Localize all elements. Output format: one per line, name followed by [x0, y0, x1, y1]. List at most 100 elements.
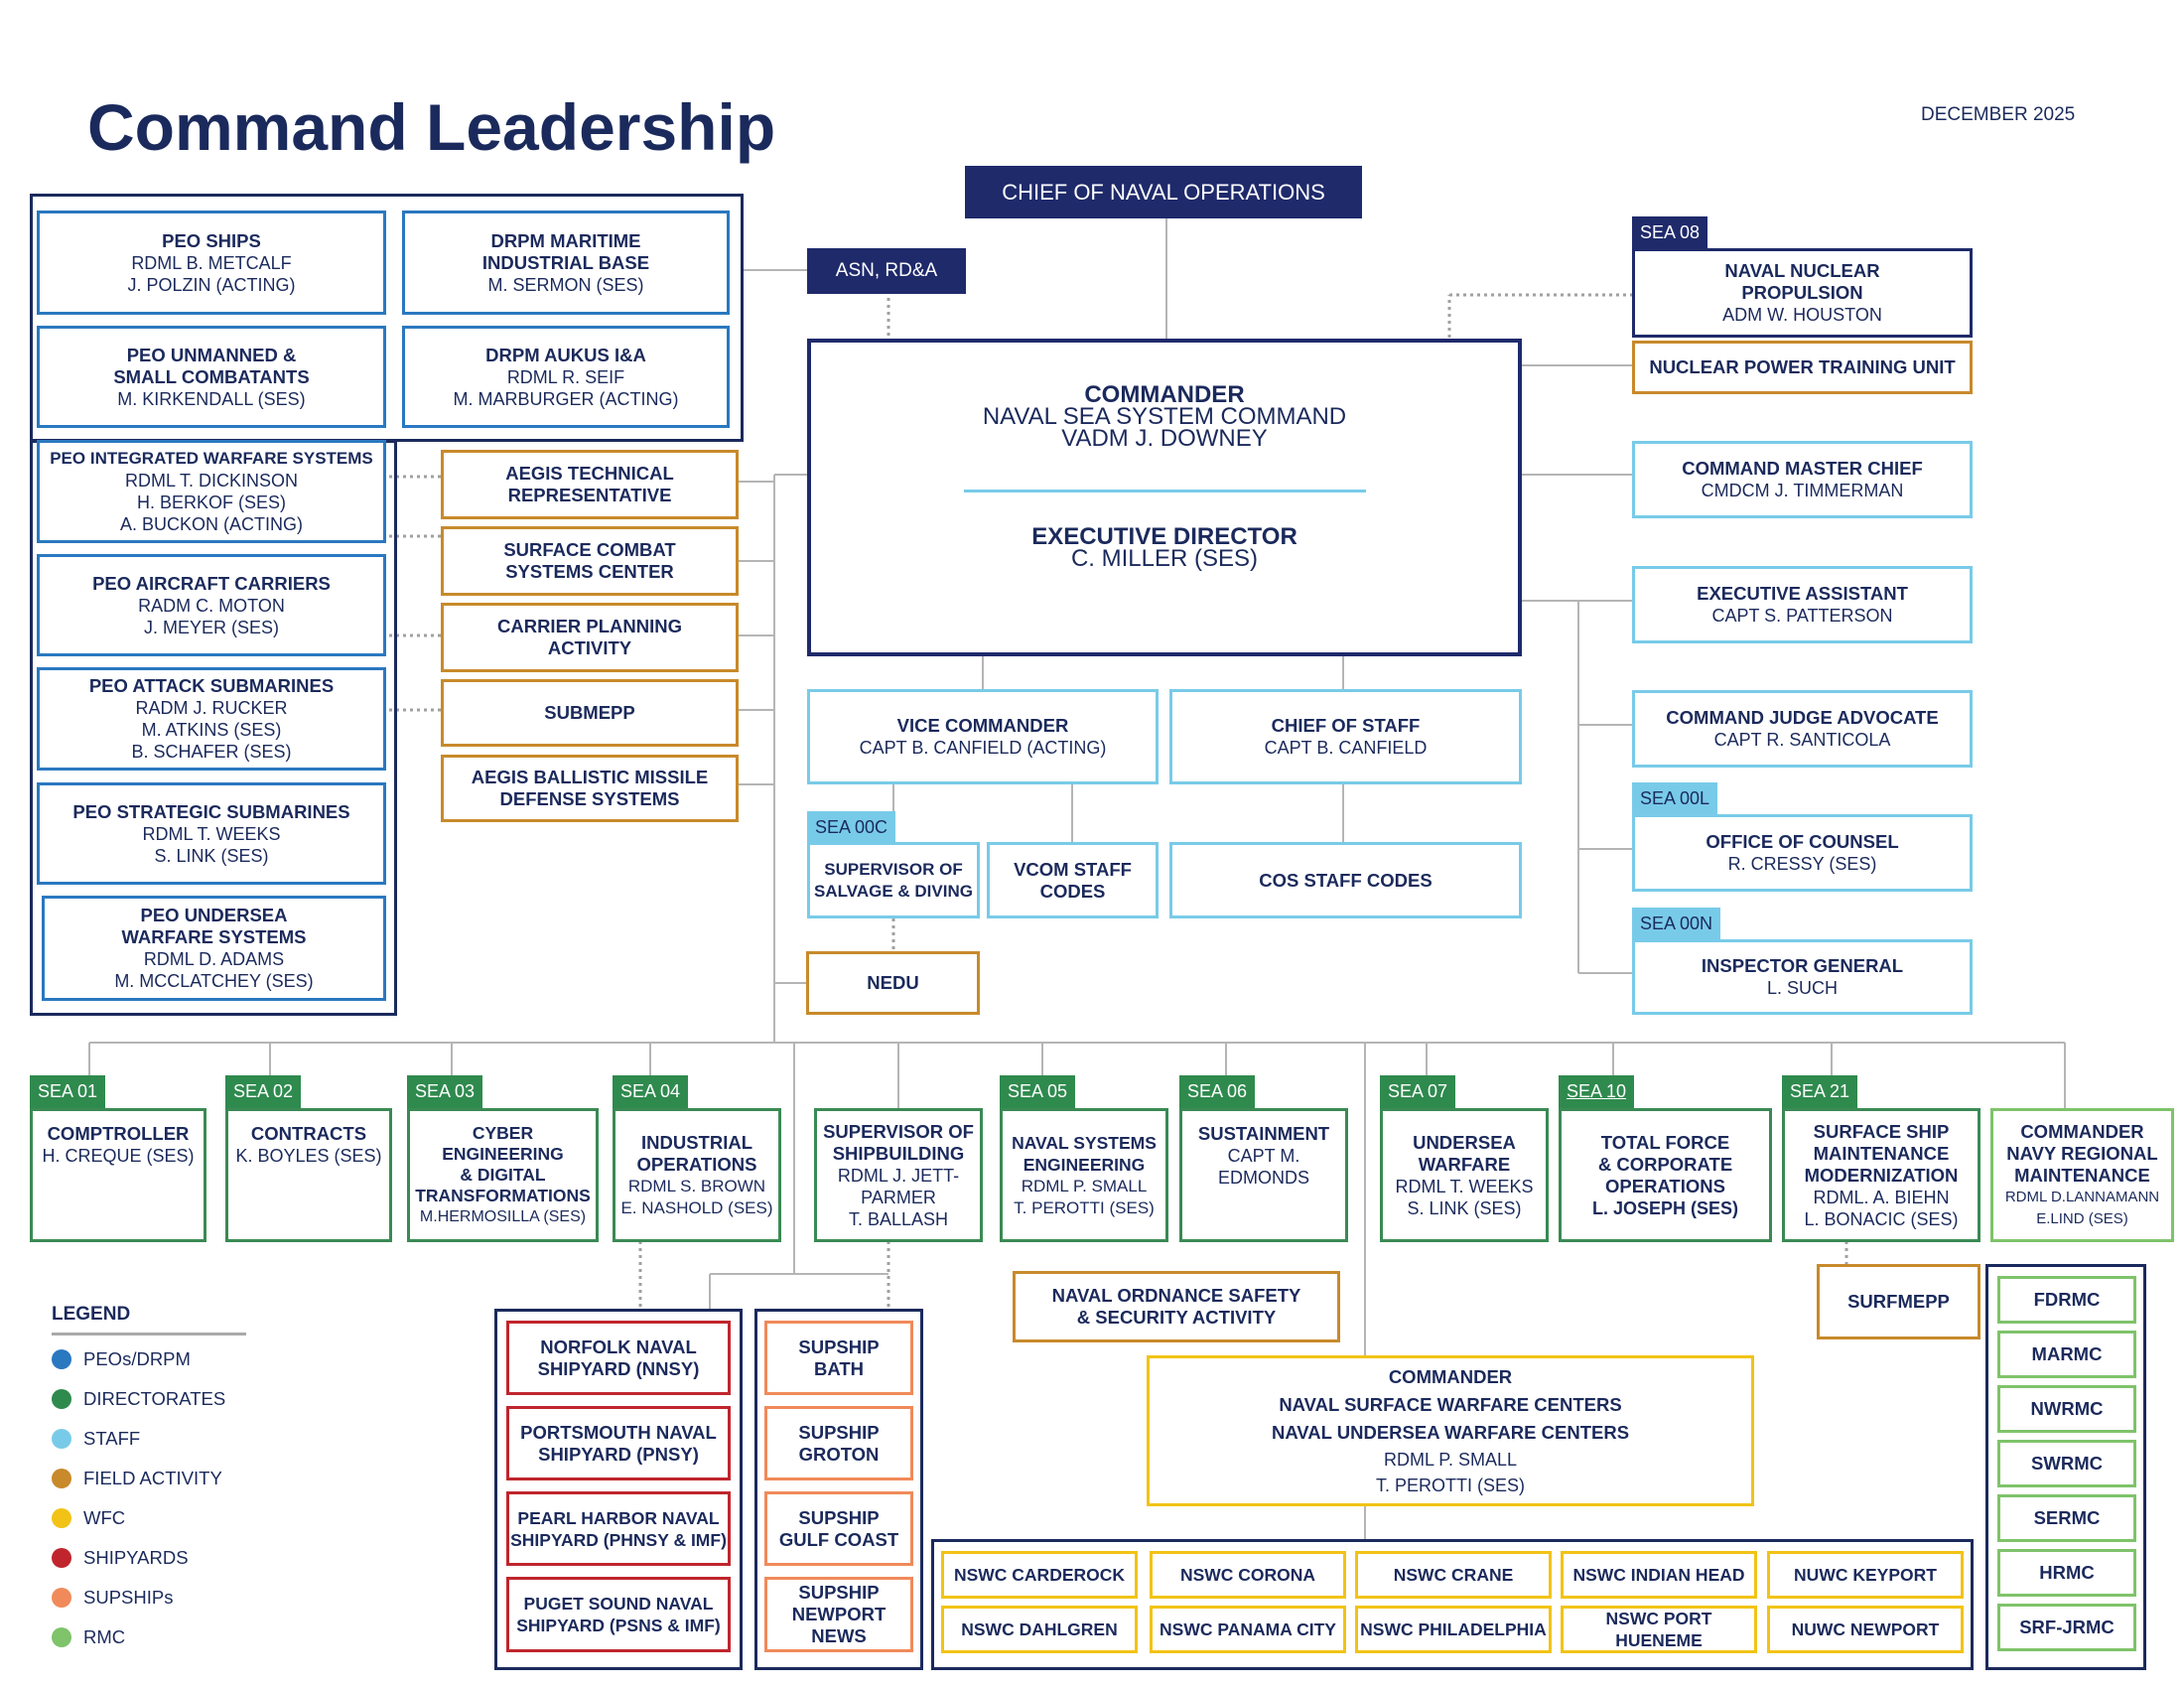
- sea00n-tag: SEA 00N: [1632, 908, 1721, 940]
- sea01-tag: SEA 01: [30, 1075, 106, 1108]
- naval-ordnance-safety-security-activity[interactable]: NAVAL ORDNANCE SAFETY & SECURITY ACTIVIT…: [1013, 1271, 1340, 1342]
- carrier-planning-activity[interactable]: CARRIER PLANNING ACTIVITY: [441, 603, 739, 672]
- rmc-nwrmc[interactable]: NWRMC: [1997, 1385, 2136, 1433]
- legend-item: WFC: [52, 1507, 125, 1529]
- nedu[interactable]: NEDU: [806, 951, 980, 1015]
- legend-color-dot: [52, 1469, 71, 1488]
- surfmepp[interactable]: SURFMEPP: [1817, 1264, 1980, 1339]
- supships-frame: [754, 1309, 923, 1670]
- legend-label: SUPSHIPs: [83, 1587, 174, 1608]
- wfc-nswc-crane[interactable]: NSWC CRANE: [1355, 1551, 1552, 1599]
- rmc-srf-jrmc[interactable]: SRF-JRMC: [1997, 1604, 2136, 1651]
- nuclear-power-training-unit[interactable]: NUCLEAR POWER TRAINING UNIT: [1632, 341, 1973, 394]
- aegis-ballistic-missile-defense-systems[interactable]: AEGIS BALLISTIC MISSILE DEFENSE SYSTEMS: [441, 755, 739, 822]
- rmc-hrmc[interactable]: HRMC: [1997, 1549, 2136, 1597]
- rmc-swrmc[interactable]: SWRMC: [1997, 1440, 2136, 1487]
- supship-gulf-coast[interactable]: SUPSHIP GULF COAST: [764, 1491, 913, 1566]
- legend-color-dot: [52, 1429, 71, 1449]
- supship-groton[interactable]: SUPSHIP GROTON: [764, 1406, 913, 1480]
- wfc-nswc-panama-city[interactable]: NSWC PANAMA CITY: [1150, 1606, 1346, 1653]
- shipyard-psns[interactable]: PUGET SOUND NAVAL SHIPYARD (PSNS & IMF): [506, 1577, 731, 1652]
- legend-color-dot: [52, 1588, 71, 1608]
- wfc-nswc-dahlgren[interactable]: NSWC DAHLGREN: [941, 1606, 1138, 1653]
- sea06-tag: SEA 06: [1179, 1075, 1256, 1108]
- legend-color-dot: [52, 1548, 71, 1568]
- rmc-sermc[interactable]: SERMC: [1997, 1494, 2136, 1542]
- supship-newport-news[interactable]: SUPSHIP NEWPORT NEWS: [764, 1577, 913, 1652]
- wfc-nswc-carderock[interactable]: NSWC CARDEROCK: [941, 1551, 1138, 1599]
- sea08-tag: SEA 08: [1632, 216, 1708, 249]
- legend-label: DIRECTORATES: [83, 1388, 226, 1409]
- sea00l-tag: SEA 00L: [1632, 782, 1718, 815]
- sea03-tag: SEA 03: [407, 1075, 483, 1108]
- wfc-nuwc-keyport[interactable]: NUWC KEYPORT: [1767, 1551, 1964, 1599]
- submepp[interactable]: SUBMEPP: [441, 679, 739, 747]
- cos-staff-codes[interactable]: COS STAFF CODES: [1169, 842, 1522, 918]
- wfc-nuwc-newport[interactable]: NUWC NEWPORT: [1767, 1606, 1964, 1653]
- legend-color-dot: [52, 1627, 71, 1647]
- rmc-marmc[interactable]: MARMC: [1997, 1331, 2136, 1378]
- shipyard-nnsy[interactable]: NORFOLK NAVAL SHIPYARD (NNSY): [506, 1321, 731, 1395]
- asn-box[interactable]: ASN, RD&A: [807, 248, 966, 294]
- vcom-staff-codes[interactable]: VCOM STAFF CODES: [987, 842, 1159, 918]
- legend-label: SHIPYARDS: [83, 1547, 189, 1568]
- divider: [963, 490, 1366, 492]
- rmc-fdrmc[interactable]: FDRMC: [1997, 1276, 2136, 1324]
- legend-label: PEOs/DRPM: [83, 1348, 191, 1369]
- aegis-technical-representative[interactable]: AEGIS TECHNICAL REPRESENTATIVE: [441, 450, 739, 519]
- sea21-tag: SEA 21: [1782, 1075, 1858, 1108]
- commander-box[interactable]: COMMANDER NAVAL SEA SYSTEM COMMAND VADM …: [807, 339, 1522, 656]
- cyber-engineering-digital-transformations[interactable]: CYBER ENGINEERING & DIGITAL TRANSFORMATI…: [407, 1108, 599, 1242]
- legend-color-dot: [52, 1389, 71, 1409]
- legend-item: RMC: [52, 1626, 125, 1648]
- supship-bath[interactable]: SUPSHIP BATH: [764, 1321, 913, 1395]
- cno-box[interactable]: CHIEF OF NAVAL OPERATIONS: [965, 166, 1362, 218]
- legend-item: FIELD ACTIVITY: [52, 1468, 222, 1489]
- legend-item: DIRECTORATES: [52, 1388, 225, 1410]
- surface-combat-systems-center[interactable]: SURFACE COMBAT SYSTEMS CENTER: [441, 526, 739, 596]
- legend-color-dot: [52, 1508, 71, 1528]
- wfc-nswc-corona[interactable]: NSWC CORONA: [1150, 1551, 1346, 1599]
- supervisor-of-salvage-diving[interactable]: SUPERVISOR OF SALVAGE & DIVING: [807, 842, 980, 918]
- wfc-nswc-philadelphia[interactable]: NSWC PHILADELPHIA: [1355, 1606, 1552, 1653]
- legend-label: STAFF: [83, 1428, 141, 1449]
- sea00c-tag: SEA 00C: [807, 811, 896, 844]
- date-label: DECEMBER 2025: [1921, 104, 2076, 125]
- wfc-nswc-port-hueneme[interactable]: NSWC PORT HUENEME: [1561, 1606, 1757, 1653]
- shipyard-phnsy[interactable]: PEARL HARBOR NAVAL SHIPYARD (PHNSY & IMF…: [506, 1491, 731, 1566]
- shipyard-pnsy[interactable]: PORTSMOUTH NAVAL SHIPYARD (PNSY): [506, 1406, 731, 1480]
- legend-item: SHIPYARDS: [52, 1547, 189, 1569]
- commander-org: NAVAL SEA SYSTEM COMMAND: [982, 403, 1347, 430]
- wfc-nswc-indian-head[interactable]: NSWC INDIAN HEAD: [1561, 1551, 1757, 1599]
- legend-label: RMC: [83, 1626, 126, 1647]
- sea10-tag: SEA 10: [1559, 1075, 1635, 1108]
- commander-warfare-centers[interactable]: COMMANDER NAVAL SURFACE WARFARE CENTERS …: [1147, 1355, 1754, 1506]
